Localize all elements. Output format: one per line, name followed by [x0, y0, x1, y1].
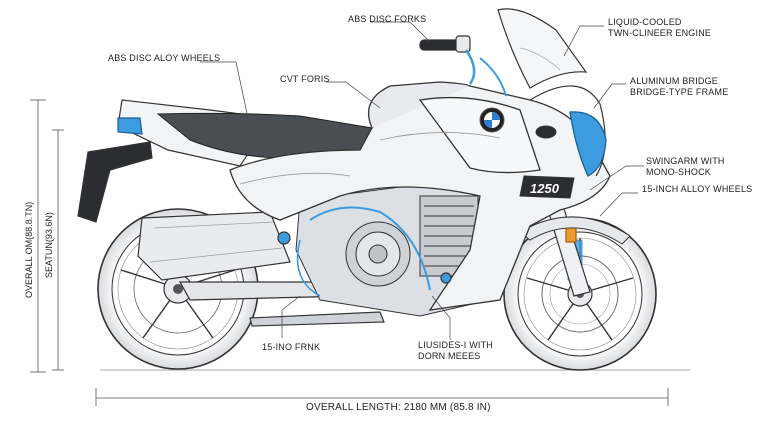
callout-frnk: 15-INO FRNK [262, 342, 321, 352]
side-vent [535, 125, 557, 139]
footpegs [277, 231, 452, 284]
callout-swingarm: SWINGARM WITH MONO-SHOCK [646, 156, 725, 177]
callout-abs-forks: ABS DISC FORKS [348, 14, 427, 24]
handlebar [419, 35, 507, 97]
overall-height-label: OVERALL OM(88.8.TN) [24, 201, 34, 298]
callout-engine: LIQUID-COOLED TWN-CLINEER ENGINE [608, 17, 712, 38]
rear-hugger [77, 141, 153, 223]
callout-frame: ALUMINUM BRIDGE BRIDGE-TYPE FRAME [630, 76, 729, 97]
callout-liquid: LIUSIDES-I WITH DORN MEEES [418, 340, 494, 361]
callout-cvt: CVT FORIS [280, 74, 330, 84]
model-badge [519, 175, 575, 199]
callout-alloy-wheels: 15-INCH ALLOY WHEELS [642, 184, 753, 194]
seat-height-label: SEATUN(93.6N) [44, 212, 54, 278]
bmw-roundel-icon [479, 107, 505, 133]
exhaust-muffler [137, 211, 291, 281]
dimension-lines [30, 99, 690, 406]
windscreen [497, 8, 588, 89]
leader-lines [200, 21, 644, 340]
fairing [229, 81, 611, 311]
front-fender [519, 216, 631, 245]
callout-abs-wheels: ABS DISC ALOY WHEELS [108, 53, 221, 63]
overall-length-label: OVERALL LENGTH: 2180 MM (85.8 IN) [306, 402, 491, 413]
model-badge-text: 1250 [530, 181, 560, 196]
